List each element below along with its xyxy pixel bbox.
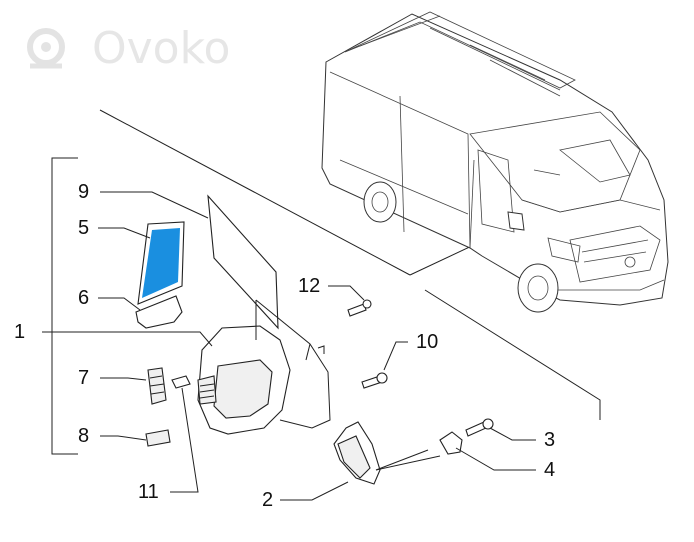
part-5-mirror-glass: [98, 221, 185, 305]
part-12-screw: [328, 285, 372, 317]
callout-1: 1: [14, 321, 25, 343]
callout-4: 4: [544, 459, 555, 481]
van-illustration: [321, 11, 669, 313]
callout-9: 9: [78, 181, 89, 203]
watermark-text: Ovoko: [92, 23, 230, 74]
part-3-screw: [465, 418, 536, 441]
callout-6: 6: [78, 287, 89, 309]
part-8-pad: [100, 429, 171, 447]
callout-labels: 1 2 3 4 5 6 7 8 9 10 11 12: [14, 181, 555, 511]
part-6-lower-glass: [98, 295, 183, 329]
callout-5: 5: [78, 217, 89, 239]
callout-7: 7: [78, 367, 89, 389]
part-2-cover: [280, 421, 441, 501]
part-10-screw: [361, 341, 408, 389]
callout-11: 11: [138, 481, 159, 503]
part-11-clip: [170, 375, 199, 493]
part-9-gasket-plate: [100, 191, 279, 330]
callout-12: 12: [298, 275, 320, 297]
watermark: Ovoko: [27, 23, 230, 74]
assembly-bracket: [51, 157, 78, 455]
callout-3: 3: [544, 429, 555, 451]
part-7-repeater-lens: [100, 367, 167, 405]
watermark-logo-icon: [27, 28, 65, 69]
callout-8: 8: [78, 425, 89, 447]
part-4-plug: [439, 431, 536, 471]
mirror-housing: [42, 299, 331, 435]
callout-10: 10: [416, 331, 438, 353]
callout-2: 2: [262, 489, 273, 511]
